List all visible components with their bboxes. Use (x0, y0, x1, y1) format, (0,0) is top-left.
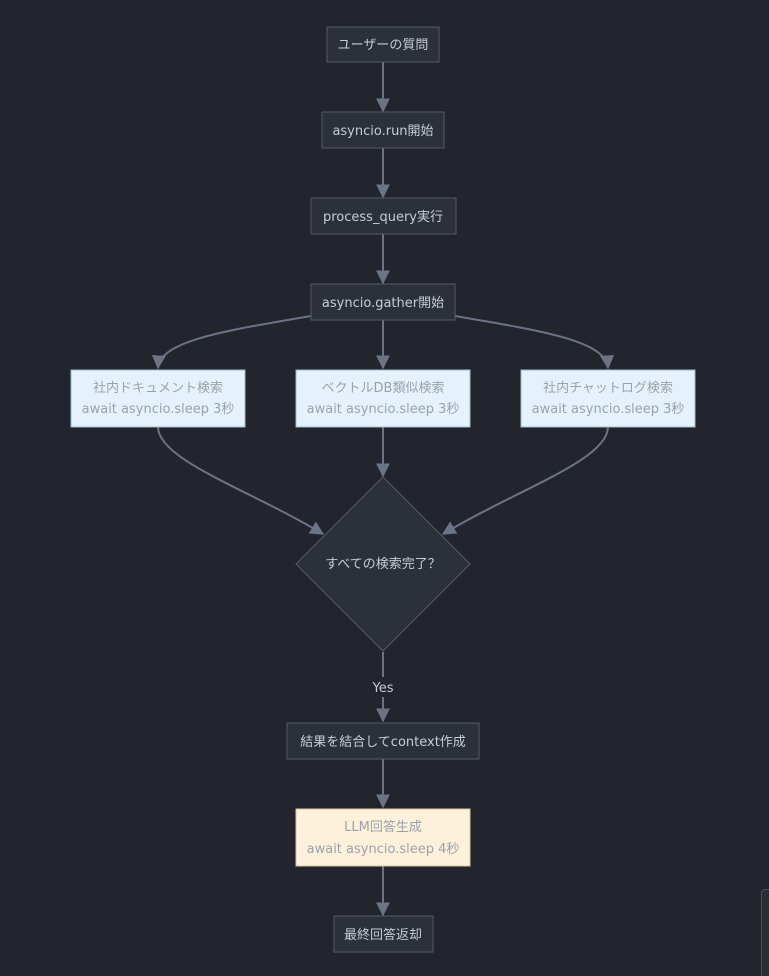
node-vector-search: ベクトルDB類似検索 await asyncio.sleep 3秒 (295, 369, 471, 428)
edge-gather-to-doc (151, 315, 312, 370)
node-doc-search: 社内ドキュメント検索 await asyncio.sleep 3秒 (70, 369, 246, 428)
node-llm-sleep: await asyncio.sleep 4秒 (307, 842, 460, 857)
corner-controls-panel[interactable] (761, 889, 769, 976)
node-chat-search-sleep: await asyncio.sleep 3秒 (532, 402, 685, 417)
node-asyncio-run: asyncio.run開始 (321, 111, 445, 149)
node-llm-title: LLM回答生成 (344, 819, 422, 835)
node-llm: LLM回答生成 await asyncio.sleep 4秒 (295, 808, 471, 867)
node-combine: 結果を結合してcontext作成 (286, 722, 480, 760)
node-vector-search-sleep: await asyncio.sleep 3秒 (307, 402, 460, 417)
node-doc-search-sleep: await asyncio.sleep 3秒 (82, 402, 235, 417)
node-decision-label: すべての検索完了？ (325, 557, 441, 572)
node-doc-search-title: 社内ドキュメント検索 (93, 380, 223, 396)
node-process-query: process_query実行 (310, 197, 457, 235)
node-user-question: ユーザーの質問 (326, 26, 440, 63)
edge-chat-to-decision (441, 426, 609, 535)
node-decision: すべての検索完了？ (295, 476, 471, 652)
node-chat-search: 社内チャットログ検索 await asyncio.sleep 3秒 (520, 369, 696, 428)
edge-gather-to-chat (454, 315, 615, 370)
edges (151, 62, 615, 917)
node-vector-search-title: ベクトルDB類似検索 (322, 381, 445, 396)
node-process-query-label: process_query実行 (323, 209, 443, 225)
node-final: 最終回答返却 (333, 915, 434, 953)
node-user-question-label: ユーザーの質問 (338, 38, 429, 53)
edge-doc-to-decision (157, 426, 325, 535)
edge-label-yes: Yes (372, 681, 394, 696)
node-chat-search-title: 社内チャットログ検索 (543, 380, 673, 396)
node-asyncio-gather-label: asyncio.gather開始 (322, 296, 444, 311)
node-asyncio-gather: asyncio.gather開始 (310, 283, 456, 321)
node-asyncio-run-label: asyncio.run開始 (332, 124, 433, 139)
edge-label-bg (366, 677, 400, 697)
node-final-label: 最終回答返却 (344, 927, 422, 943)
node-combine-label: 結果を結合してcontext作成 (300, 735, 466, 750)
